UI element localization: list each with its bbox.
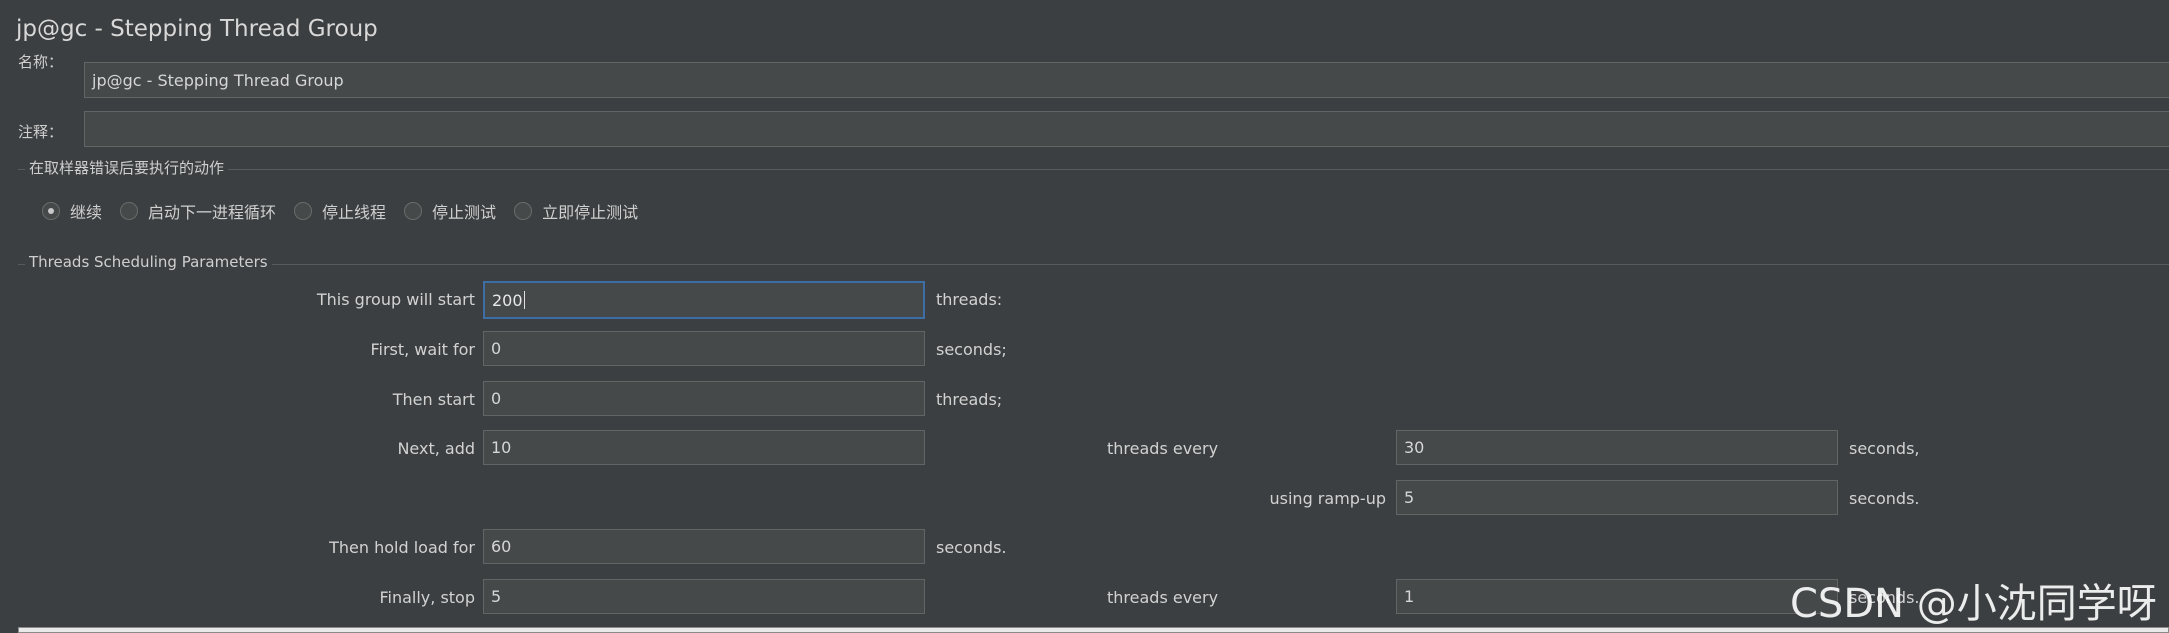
- radio-label-next-loop: 启动下一进程循环: [148, 203, 277, 222]
- comment-input[interactable]: [84, 111, 2169, 147]
- next-add-every-input[interactable]: 30: [1396, 430, 1838, 465]
- wait-input[interactable]: 0: [483, 331, 925, 366]
- rampup-label: using ramp-up: [1269, 489, 1387, 508]
- radio-option-stop-test[interactable]: 停止测试: [404, 199, 496, 223]
- radio-label-continue: 继续: [70, 203, 103, 222]
- next-add-every-unit: seconds,: [1849, 439, 1920, 458]
- stop-input[interactable]: 5: [483, 579, 925, 614]
- sampler-error-radio-group: 继续 启动下一进程循环 停止线程 停止测试 立即停止测试: [42, 199, 656, 223]
- start-threads-unit: threads:: [936, 290, 1003, 309]
- rampup-input[interactable]: 5: [1396, 480, 1838, 515]
- sampler-error-legend: 在取样器错误后要执行的动作: [25, 157, 229, 178]
- hold-label: Then hold load for: [329, 538, 475, 557]
- radio-option-next-loop[interactable]: 启动下一进程循环: [120, 199, 276, 223]
- radio-label-stop-test-now: 立即停止测试: [542, 203, 639, 222]
- radio-selected-icon[interactable]: [42, 202, 60, 220]
- radio-option-stop-thread[interactable]: 停止线程: [294, 199, 386, 223]
- radio-option-continue[interactable]: 继续: [42, 199, 102, 223]
- radio-unselected-icon[interactable]: [120, 202, 139, 220]
- radio-label-stop-test: 停止测试: [432, 203, 497, 222]
- stop-label: Finally, stop: [379, 588, 475, 607]
- radio-unselected-icon[interactable]: [514, 202, 533, 220]
- comment-label: 注释：: [18, 123, 64, 141]
- scheduling-legend: Threads Scheduling Parameters: [25, 253, 272, 271]
- stop-every-label: threads every: [1107, 588, 1219, 607]
- wait-label: First, wait for: [370, 340, 475, 359]
- next-add-input[interactable]: 10: [483, 430, 925, 465]
- name-input[interactable]: jp@gc - Stepping Thread Group: [84, 62, 2169, 98]
- then-start-input[interactable]: 0: [483, 381, 925, 416]
- sampler-error-divider: [18, 169, 2169, 170]
- then-start-unit: threads;: [936, 390, 1003, 409]
- hold-unit: seconds.: [936, 538, 1007, 557]
- text-caret: [523, 291, 525, 309]
- radio-unselected-icon[interactable]: [294, 202, 313, 220]
- scheduling-divider: [18, 264, 2169, 265]
- hold-input[interactable]: 60: [483, 529, 925, 564]
- rampup-unit: seconds.: [1849, 489, 1920, 508]
- csdn-watermark: CSDN @小沈同学呀: [1790, 581, 2157, 627]
- start-threads-input[interactable]: 200: [483, 281, 925, 319]
- next-add-every-label: threads every: [1107, 439, 1219, 458]
- next-add-label: Next, add: [397, 439, 475, 458]
- radio-label-stop-thread: 停止线程: [322, 203, 387, 222]
- bottom-panel-edge: [18, 627, 2169, 633]
- name-label: 名称：: [18, 53, 64, 71]
- radio-option-stop-test-now[interactable]: 立即停止测试: [514, 199, 638, 223]
- window-title: jp@gc - Stepping Thread Group: [16, 16, 378, 42]
- start-threads-label: This group will start: [316, 290, 475, 309]
- wait-unit: seconds;: [936, 340, 1007, 359]
- stop-every-unit: seconds.: [1849, 588, 1920, 607]
- radio-unselected-icon[interactable]: [404, 202, 423, 220]
- then-start-label: Then start: [392, 390, 475, 409]
- stop-every-input[interactable]: 1: [1396, 579, 1838, 614]
